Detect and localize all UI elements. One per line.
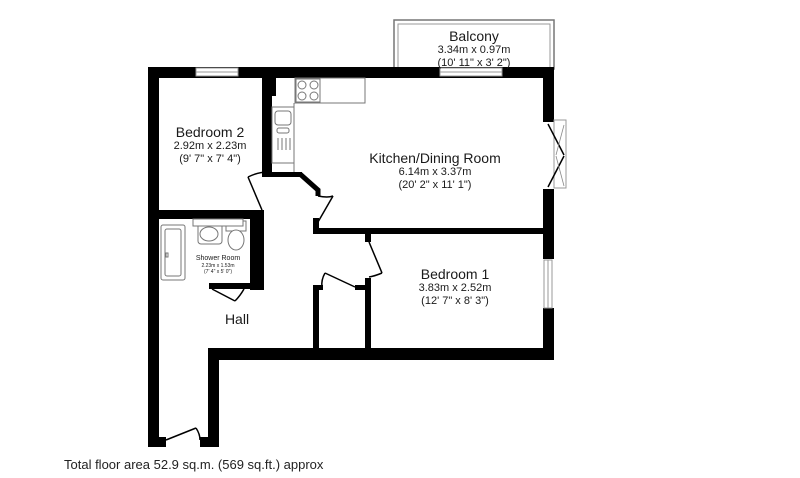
walls xyxy=(148,67,554,447)
room-name: Bedroom 1 xyxy=(420,266,490,282)
room-label-kitchen-dining: Kitchen/Dining Room 6.14m x 3.37m (20' 2… xyxy=(355,150,515,192)
room-metric: 3.83m x 2.52m xyxy=(418,282,492,294)
room-metric: 2.92m x 2.23m xyxy=(173,140,247,152)
room-label-hall: Hall xyxy=(214,311,260,327)
room-metric: 2.23m x 1.53m xyxy=(201,263,235,269)
kitchen-angled-wall xyxy=(298,172,321,196)
room-name: Hall xyxy=(224,311,250,327)
room-label-bedroom-1: Bedroom 1 3.83m x 2.52m (12' 7" x 8' 3") xyxy=(400,266,510,308)
room-imperial: (20' 2" x 11' 1") xyxy=(398,179,472,191)
room-metric: 3.34m x 0.97m xyxy=(437,44,511,56)
room-metric: 6.14m x 3.37m xyxy=(398,166,472,178)
room-imperial: (9' 7" x 7' 4") xyxy=(179,153,241,165)
kitchen-fixtures xyxy=(271,77,366,172)
room-label-bedroom-2: Bedroom 2 2.92m x 2.23m (9' 7" x 7' 4") xyxy=(162,124,258,166)
room-name: Kitchen/Dining Room xyxy=(369,150,501,166)
room-name: Balcony xyxy=(449,28,499,44)
room-name: Shower Room xyxy=(195,255,241,262)
room-label-balcony: Balcony 3.34m x 0.97m (10' 11" x 3' 2") xyxy=(400,28,548,70)
doors xyxy=(165,171,383,441)
french-doors xyxy=(547,123,565,188)
room-label-shower-room: Shower Room 2.23m x 1.53m (7' 4" x 5' 0"… xyxy=(190,255,246,275)
total-floor-area: Total floor area 52.9 sq.m. (569 sq.ft.)… xyxy=(64,457,324,472)
room-name: Bedroom 2 xyxy=(175,124,245,140)
room-imperial: (12' 7" x 8' 3") xyxy=(421,295,489,307)
room-imperial: (10' 11" x 3' 2") xyxy=(437,57,511,69)
room-imperial: (7' 4" x 5' 0") xyxy=(204,269,232,275)
bathroom-fixtures xyxy=(160,218,247,281)
